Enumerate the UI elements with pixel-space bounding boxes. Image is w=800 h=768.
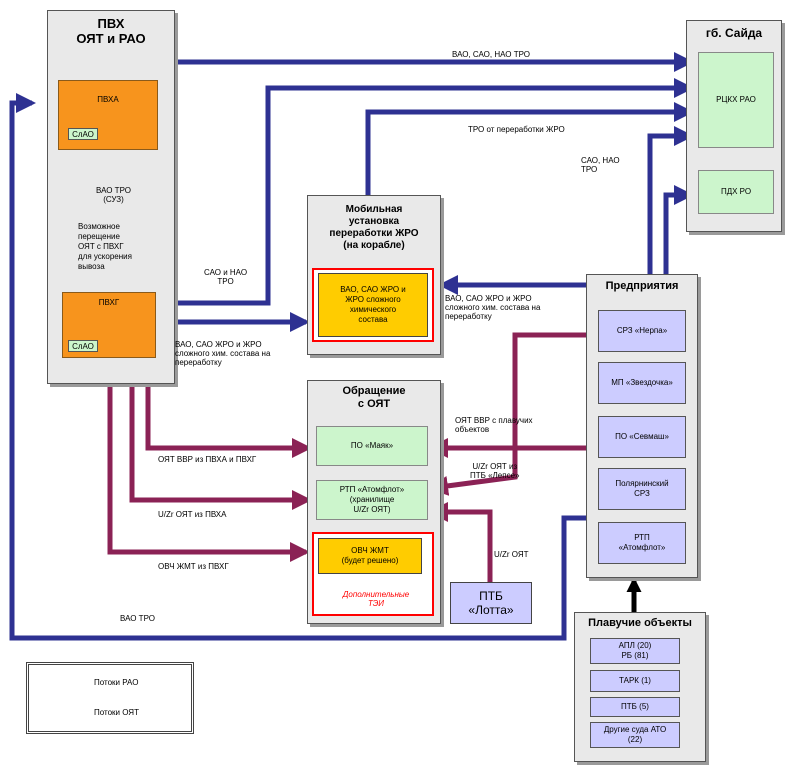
mobile-unit-title: Мобильная установка переработки ЖРО (на … bbox=[329, 204, 419, 251]
flow-oyat-ovch bbox=[107, 385, 310, 562]
enterprise-atomflot: РТП «Атомфлот» bbox=[598, 522, 686, 564]
rtskh-rao-label: РЦКХ РАО bbox=[716, 95, 756, 104]
label-oyat-vvr-pvx: ОЯТ ВВР из ПВХА и ПВХГ bbox=[158, 455, 257, 464]
enterprise-zvezdochka: МП «Звездочка» bbox=[598, 362, 686, 404]
label-to-mobile-right: ВАО, САО ЖРО и ЖРО сложного хим. состава… bbox=[445, 294, 541, 321]
mayak-box: ПО «Маяк» bbox=[316, 426, 428, 466]
flow-rao-bottom-loop bbox=[9, 93, 588, 641]
flow-oyat-lepse bbox=[428, 332, 598, 496]
enterprise-sevmash: ПО «Севмаш» bbox=[598, 416, 686, 458]
label-vao-tro-bottom: ВАО ТРО bbox=[120, 614, 155, 623]
floating-other-ato: Другие суда АТО (22) bbox=[590, 722, 680, 748]
pvxg-label: ПВХГ bbox=[98, 298, 120, 307]
ptb-lotta-box: ПТБ «Лотта» bbox=[450, 582, 532, 624]
floating-tark: ТАРК (1) bbox=[590, 670, 680, 692]
label-uzr-lepse: U/Zr ОЯТ из ПТБ «Лепсе» bbox=[470, 462, 520, 480]
label-vao-sao-nao-tro: ВАО, САО, НАО ТРО bbox=[452, 50, 530, 59]
flow-oyat-atomflot bbox=[129, 385, 312, 510]
pvx-title: ПВХ ОЯТ и РАО bbox=[48, 16, 174, 46]
enterprise-polyarny: Полярнинский СРЗ bbox=[598, 468, 686, 510]
label-vao-tro-suz: ВАО ТРО (СУЗ) bbox=[96, 186, 131, 204]
legend-oyat-label: Потоки ОЯТ bbox=[94, 708, 139, 717]
flow-rao-enterprise-pdkh bbox=[663, 185, 694, 274]
label-oyat-vvr-floating: ОЯТ ВВР с плавучих объектов bbox=[455, 416, 533, 434]
floating-objects-title: Плавучие объекты bbox=[588, 617, 692, 629]
label-sao-nao-tro-right: САО, НАО ТРО bbox=[581, 156, 620, 174]
flow-oyat-mayak bbox=[145, 385, 312, 458]
oyat-handling-title: Обращение с ОЯТ bbox=[342, 385, 406, 410]
rtp-atomflot-storage-box: РТП «Атомфлот» (хранилище U/Zr ОЯТ) bbox=[316, 480, 428, 520]
flow-rao-sao-nao bbox=[155, 78, 694, 306]
legend-box bbox=[26, 662, 194, 734]
label-ovch-pvxg: ОВЧ ЖМТ из ПВХГ bbox=[158, 562, 229, 571]
pvx-title-line2: ОЯТ и РАО bbox=[76, 31, 146, 46]
ovch-box: ОВЧ ЖМТ (будет решено) bbox=[318, 538, 422, 574]
label-uzr-pvxa: U/Zr ОЯТ из ПВХА bbox=[158, 510, 227, 519]
mobile-unit-content: ВАО, САО ЖРО и ЖРО сложного химического … bbox=[318, 273, 428, 337]
enterprise-nerpa: СРЗ «Нерпа» bbox=[598, 310, 686, 352]
additional-tei-note: Дополнительные ТЭИ bbox=[342, 590, 410, 608]
pdkh-ro-box: ПДХ РО bbox=[698, 170, 774, 214]
pdkh-ro-label: ПДХ РО bbox=[720, 187, 752, 196]
label-uzr-lotta: U/Zr ОЯТ bbox=[494, 550, 529, 559]
saida-title: гб. Сайда bbox=[705, 26, 763, 40]
label-relocation: Возможное перещение ОЯТ с ПВХГ для ускор… bbox=[78, 222, 132, 271]
label-tro-from-zhro: ТРО от переработки ЖРО bbox=[468, 125, 565, 134]
pvxg-slao: СлАО bbox=[68, 340, 98, 352]
floating-apl-rb: АПЛ (20) РБ (81) bbox=[590, 638, 680, 664]
flow-rao-top bbox=[107, 52, 694, 108]
pvx-title-line1: ПВХ bbox=[97, 16, 125, 31]
rtskh-rao-box: РЦКХ РАО bbox=[698, 52, 774, 148]
enterprises-title: Предприятия bbox=[605, 280, 679, 292]
flow-rao-mobile-up bbox=[365, 102, 694, 195]
floating-ptb: ПТБ (5) bbox=[590, 697, 680, 717]
flow-oyat-lotta bbox=[428, 502, 493, 582]
label-sao-nao-tro-left: САО и НАО ТРО bbox=[204, 268, 248, 286]
pvxa-slao: СлАО bbox=[68, 128, 98, 140]
label-to-mobile-left: ВАО, САО ЖРО и ЖРО сложного хим. состава… bbox=[175, 340, 271, 367]
legend-rao-label: Потоки РАО bbox=[94, 678, 139, 687]
pvxa-label: ПВХА bbox=[97, 95, 119, 104]
flow-rao-enterprise-rtskh bbox=[647, 126, 694, 274]
mayak-label: ПО «Маяк» bbox=[350, 441, 394, 450]
